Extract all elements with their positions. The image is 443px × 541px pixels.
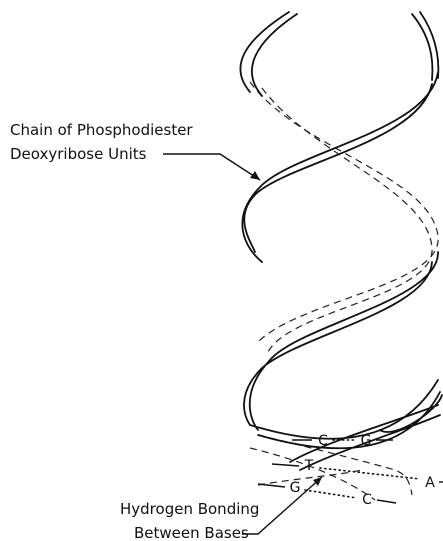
hbond-label-line2: Between Bases xyxy=(134,524,249,541)
base-pair-3-left: G xyxy=(290,480,301,496)
chain-label-arrowhead xyxy=(250,171,260,180)
chain-label-line1: Chain of Phosphodiester xyxy=(10,121,193,139)
chain-label: Chain of Phosphodiester Deoxyribose Unit… xyxy=(10,121,260,180)
base-pair-2-right: A xyxy=(425,475,435,491)
base-pair-1-right: G xyxy=(361,433,372,449)
chain-label-leader xyxy=(163,154,260,180)
base-pair-3-right: C xyxy=(362,492,372,508)
hbond-label-line1: Hydrogen Bonding xyxy=(120,500,259,518)
base-pair-2-left: T xyxy=(304,458,314,474)
base-pair-1-left: C xyxy=(318,433,328,449)
chain-label-line2: Deoxyribose Units xyxy=(10,145,147,163)
base-pair-gc: G C xyxy=(258,480,396,508)
front-strand-ribbon xyxy=(240,12,442,470)
